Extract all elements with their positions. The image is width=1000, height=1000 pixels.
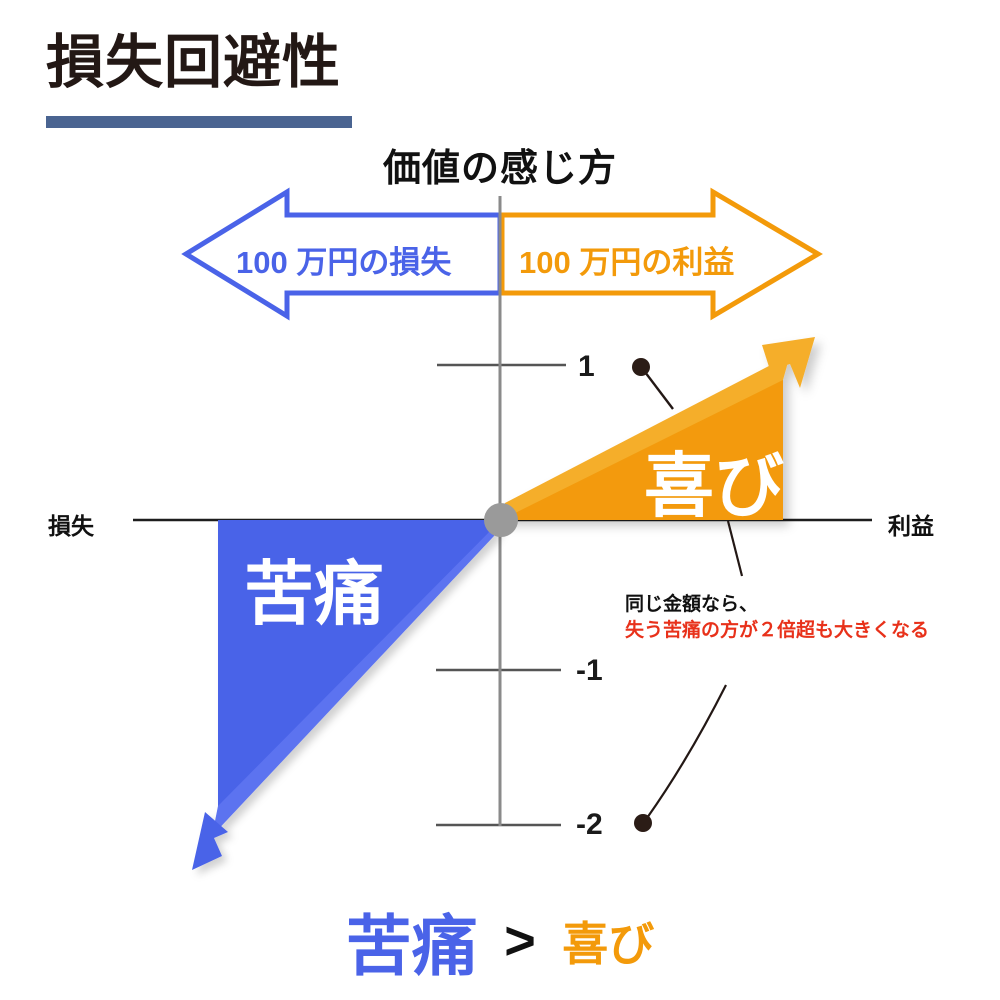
tick-label-minus-2: -2 [576, 808, 603, 841]
annotation-line-2: 失う苦痛の方が２倍超も大きくなる [625, 620, 930, 642]
axis-label-gain: 利益 [888, 513, 934, 539]
gain-region [501, 337, 815, 520]
title-underline-rule [46, 116, 352, 128]
summary-operator: > [504, 911, 536, 971]
region-label-pain: 苦痛 [244, 555, 384, 633]
gain-arrow-banner [499, 187, 823, 321]
annotation-line-1: 同じ金額なら、 [625, 594, 759, 615]
loss-arrow-banner [181, 187, 503, 321]
summary-statement: 苦痛 > 喜び [0, 893, 1000, 989]
annotation-block: 同じ金額なら、 失う苦痛の方が２倍超も大きくなる [625, 592, 1000, 644]
annotation-leader-line [726, 520, 744, 577]
page-title: 損失回避性 [46, 30, 342, 95]
loss-region [192, 520, 501, 870]
origin-point [484, 503, 518, 537]
gain-arrow-label: 100 万円の利益 [519, 245, 735, 280]
loss-arrow-label: 100 万円の損失 [236, 245, 452, 280]
tick-label-1: 1 [578, 350, 595, 383]
region-label-joy: 喜び [644, 447, 784, 525]
chart-heading: 価値の感じ方 [382, 148, 617, 190]
tick-label-minus-1: -1 [576, 654, 603, 687]
summary-pain: 苦痛 [345, 909, 478, 983]
summary-joy: 喜び [562, 918, 655, 970]
gain-leader-line [632, 358, 674, 410]
axis-label-loss: 損失 [48, 513, 94, 539]
loss-depth-leader-line [634, 684, 727, 832]
